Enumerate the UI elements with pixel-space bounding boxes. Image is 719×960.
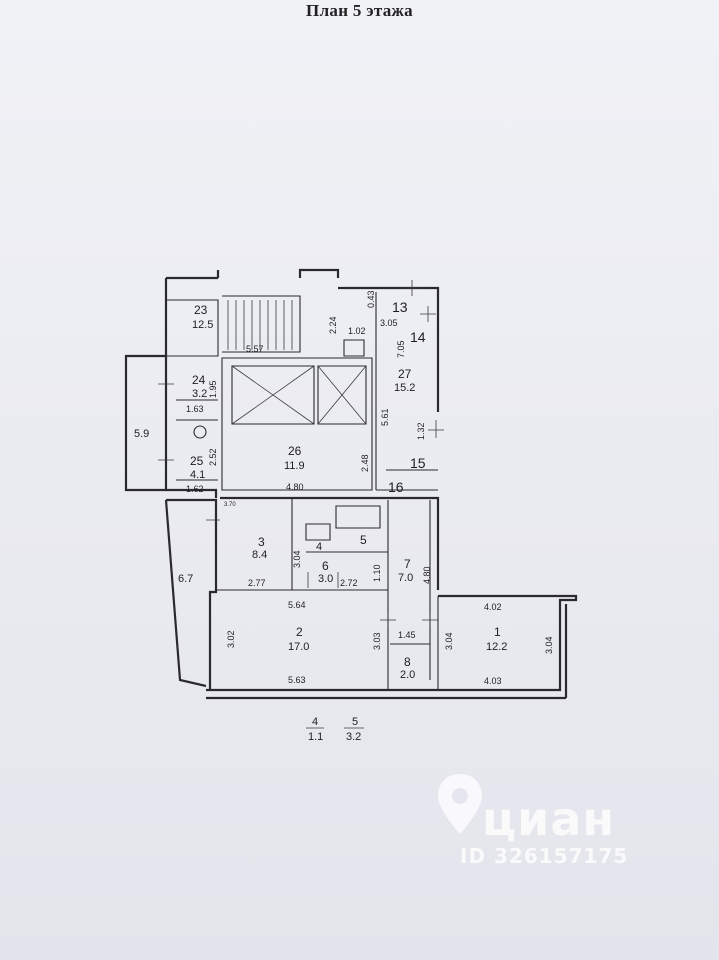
room-area: 15.2 bbox=[394, 382, 415, 394]
dimension-label: 4.80 bbox=[422, 566, 432, 584]
watermark-brand: циан bbox=[482, 792, 616, 846]
dimension-label: 5.63 bbox=[288, 675, 306, 685]
dimension-label: 0.43 bbox=[366, 290, 376, 308]
dimension-label: 1.02 bbox=[348, 326, 366, 336]
room-number: 2 bbox=[296, 625, 303, 639]
legend-number: 5 bbox=[352, 716, 358, 728]
tick-marks bbox=[158, 280, 444, 628]
room-area: 3.2 bbox=[192, 388, 207, 400]
room-labels: 23 12.5 24 3.2 25 4.1 26 11.9 27 15.2 13… bbox=[190, 299, 507, 681]
room-area: 12.2 bbox=[486, 641, 507, 653]
dimension-label: 1.32 bbox=[416, 422, 426, 440]
room-number: 5 bbox=[360, 533, 367, 547]
legend-area: 1.1 bbox=[308, 731, 323, 743]
dimension-label: 2.52 bbox=[208, 448, 218, 466]
room-number: 23 bbox=[194, 303, 208, 317]
room-number: 24 bbox=[192, 373, 206, 387]
room-number: 15 bbox=[410, 455, 426, 471]
outer-walls bbox=[124, 268, 578, 700]
room-area: 11.9 bbox=[284, 460, 305, 472]
room-number: 26 bbox=[288, 444, 302, 458]
room-area: 12.5 bbox=[192, 319, 213, 331]
room-number: 8 bbox=[404, 655, 411, 669]
dimension-label: 3.04 bbox=[544, 636, 554, 654]
dimension-label: 4.80 bbox=[286, 482, 304, 492]
dimension-label: 3.05 bbox=[380, 318, 398, 328]
watermark: циан ID 326157175 bbox=[420, 770, 660, 880]
legend-number: 4 bbox=[312, 716, 318, 728]
dimension-label: 4.03 bbox=[484, 676, 502, 686]
dimension-label: 7.05 bbox=[396, 340, 406, 358]
dimension-label: 1.45 bbox=[398, 630, 416, 640]
legend: 4 1.1 5 3.2 bbox=[300, 713, 380, 743]
dimension-label: 3.70 bbox=[224, 502, 236, 508]
dimension-label: 2.77 bbox=[248, 578, 266, 588]
page-title: План 5 этажа bbox=[306, 1, 413, 20]
dimension-label: 1.63 bbox=[186, 404, 204, 414]
dimension-label: 5.61 bbox=[380, 408, 390, 426]
dimension-label: 5.64 bbox=[288, 600, 306, 610]
room-number: 6 bbox=[322, 559, 329, 573]
room-number: 4 bbox=[316, 541, 322, 553]
room-number: 3 bbox=[258, 535, 265, 549]
legend-svg: 4 1.1 5 3.2 bbox=[306, 716, 364, 743]
dimension-label: 1.95 bbox=[208, 380, 218, 398]
dimension-label: 2.72 bbox=[340, 578, 358, 588]
dimension-label: 2.48 bbox=[360, 454, 370, 472]
room-area: 2.0 bbox=[400, 669, 415, 681]
dimension-labels: 5.57 2.24 0.43 3.05 1.02 7.05 1.95 1.63 … bbox=[134, 290, 554, 686]
dimension-label: 4.02 bbox=[484, 602, 502, 612]
dimension-label: 3.04 bbox=[292, 550, 302, 568]
room-area: 4.1 bbox=[190, 469, 205, 481]
room-area: 3.0 bbox=[318, 573, 333, 585]
dimension-label: 1.10 bbox=[372, 564, 382, 582]
room-number: 27 bbox=[398, 367, 412, 381]
dimension-label: 5.9 bbox=[134, 428, 149, 440]
dimension-label: 3.03 bbox=[372, 632, 382, 650]
partitions bbox=[166, 292, 439, 690]
room-number: 13 bbox=[392, 299, 408, 315]
location-pin-icon bbox=[438, 774, 482, 834]
room-number: 14 bbox=[410, 329, 426, 345]
room-number: 25 bbox=[190, 454, 204, 468]
room-number: 7 bbox=[404, 557, 411, 571]
room-number: 16 bbox=[388, 479, 404, 495]
room-number: 1 bbox=[494, 625, 501, 639]
dimension-label: 1.62 bbox=[186, 484, 204, 494]
room-area: 8.4 bbox=[252, 549, 267, 561]
room-area: 17.0 bbox=[288, 641, 309, 653]
dimension-label: 3.04 bbox=[444, 632, 454, 650]
watermark-id: ID 326157175 bbox=[460, 844, 629, 868]
legend-area: 3.2 bbox=[346, 731, 361, 743]
dimension-label: 6.7 bbox=[178, 573, 193, 585]
dimension-label: 3.02 bbox=[226, 630, 236, 648]
dimension-label: 2.24 bbox=[328, 316, 338, 334]
dimension-label: 5.57 bbox=[246, 344, 264, 354]
room-area: 7.0 bbox=[398, 572, 413, 584]
